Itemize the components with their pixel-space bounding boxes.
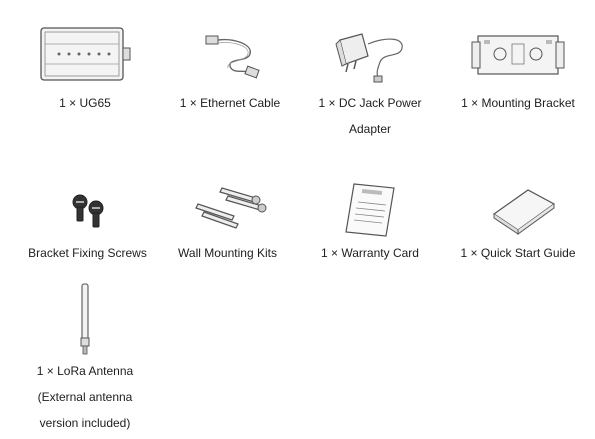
package-item-mounting-bracket: 1 × Mounting Bracket: [448, 18, 588, 116]
item-label: 1 × Ethernet Cable: [179, 96, 281, 110]
item-label: 1 × LoRa Antenna (External antenna versi…: [36, 364, 134, 430]
package-item-screws: Bracket Fixing Screws: [20, 178, 155, 266]
item-label: 1 × Mounting Bracket: [461, 96, 575, 110]
quick-start-guide-icon: [492, 189, 556, 235]
mounting-bracket-icon: [471, 35, 565, 75]
wall-mount-kit-icon: [194, 187, 266, 229]
ethernet-cable-icon: [205, 35, 260, 79]
warranty-card-icon: [345, 183, 395, 237]
package-item-ethernet-cable: 1 × Ethernet Cable: [160, 18, 300, 116]
item-label: 1 × Quick Start Guide: [460, 246, 576, 260]
package-item-lora-antenna: 1 × LoRa Antenna (External antenna versi…: [20, 280, 150, 436]
item-label: Wall Mounting Kits: [178, 246, 277, 260]
gateway-device-icon: [40, 27, 131, 81]
package-item-wall-mount-kit: Wall Mounting Kits: [165, 178, 290, 266]
item-label: 1 × DC Jack Power Adapter: [318, 96, 422, 136]
item-label: 1 × UG65: [59, 96, 111, 110]
lora-antenna-icon: [80, 283, 90, 355]
package-item-warranty-card: 1 × Warranty Card: [305, 178, 435, 266]
item-label: 1 × Warranty Card: [321, 246, 419, 260]
package-item-power-adapter: 1 × DC Jack Power Adapter: [305, 18, 435, 142]
power-adapter-icon: [335, 33, 403, 83]
package-item-ug65: 1 × UG65: [20, 18, 150, 116]
package-item-quick-start-guide: 1 × Quick Start Guide: [448, 178, 588, 266]
item-label: Bracket Fixing Screws: [28, 246, 147, 260]
screws-icon: [72, 194, 103, 228]
